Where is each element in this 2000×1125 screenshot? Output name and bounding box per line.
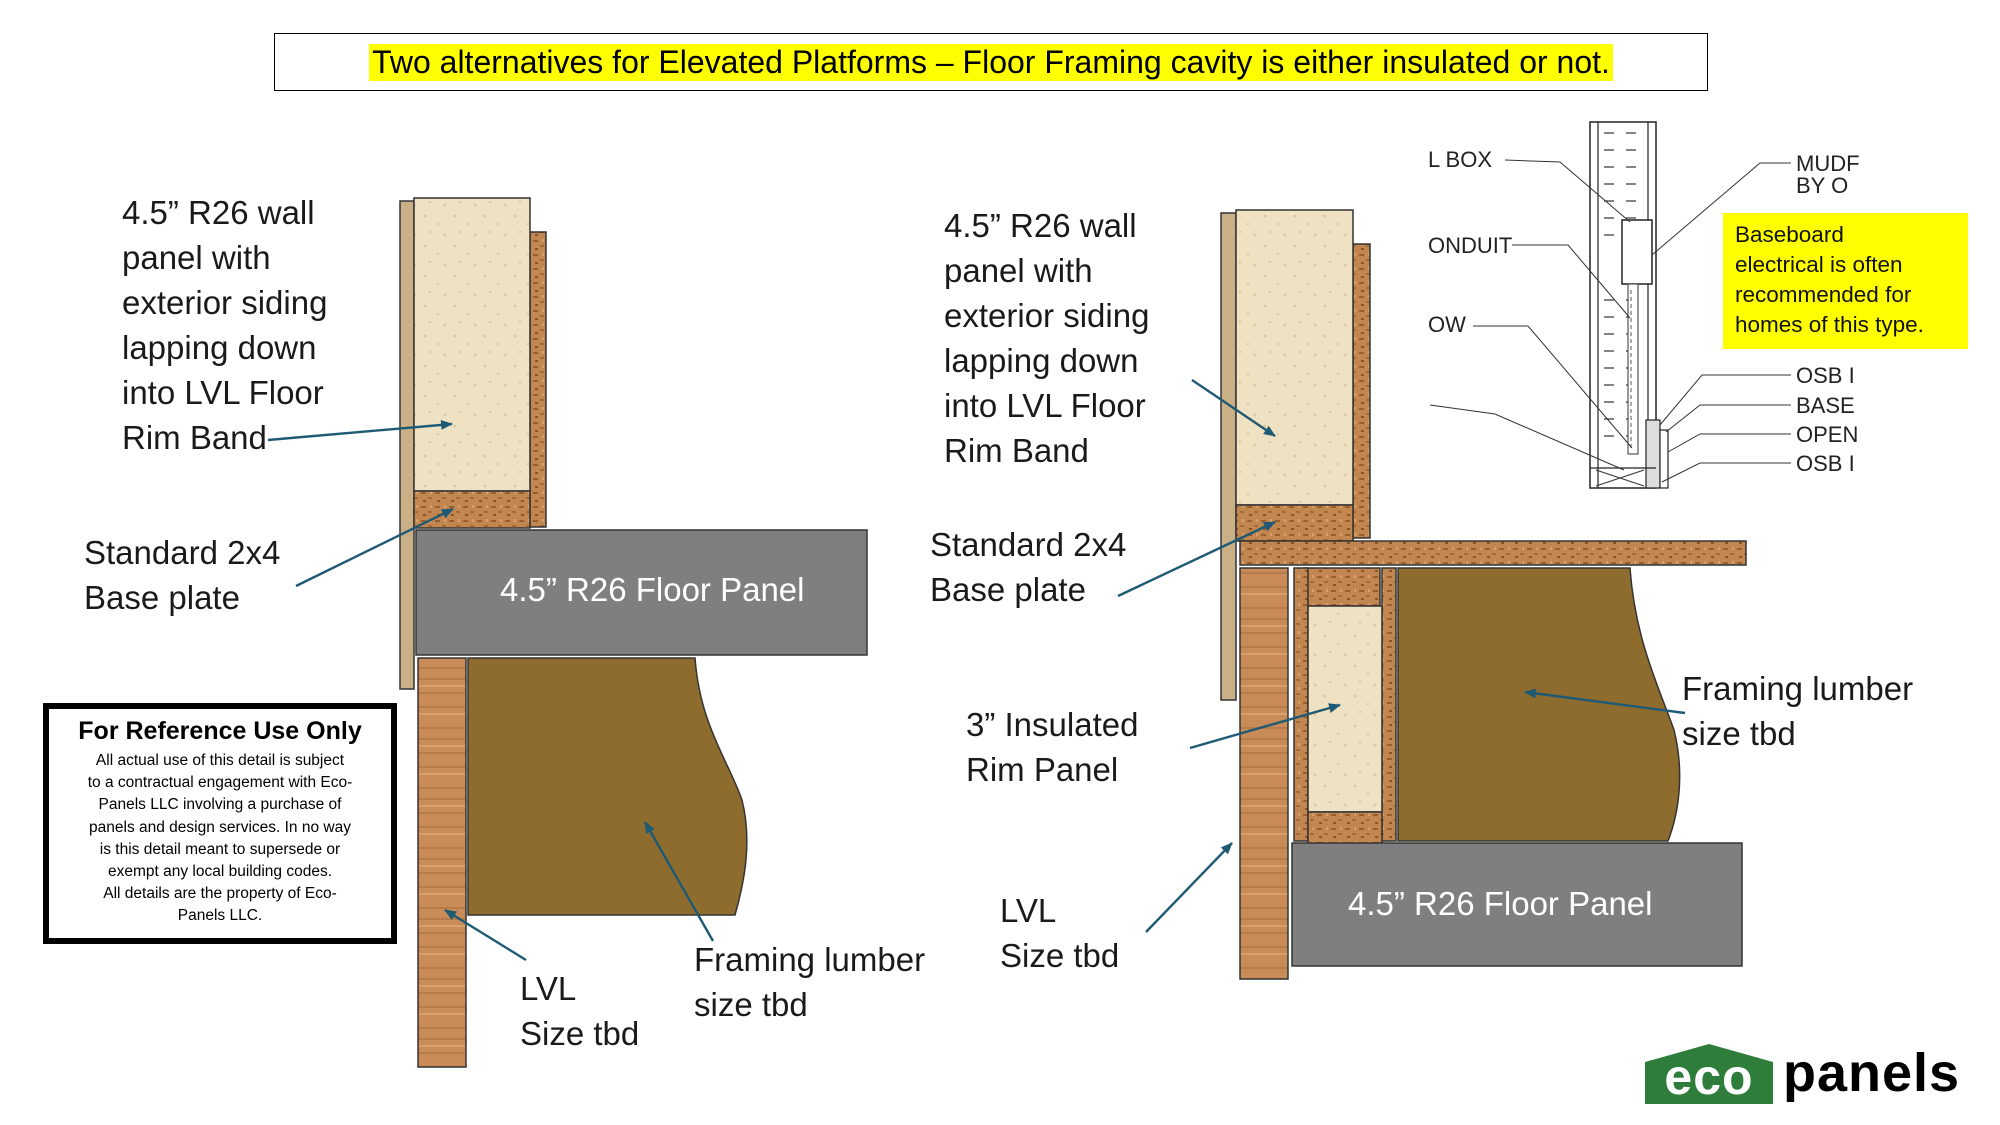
arrow-left-wall-panel [267,419,453,442]
inset-callout-ow: OW [1428,312,1466,337]
right-siding [1220,212,1237,701]
right-base-plate [1235,504,1354,542]
right-base-plate-label: Standard 2x4 Base plate [930,526,1127,608]
inset-callout-osb-1: OSB I [1796,363,1855,388]
right-floor-panel-label: 4.5” R26 Floor Panel [1348,885,1653,922]
arrow-right-wall-panel [1191,379,1276,437]
inset-callout-conduit: ONDUIT [1428,233,1513,258]
arrow-right-rim-panel [1189,703,1341,750]
right-rim-inner-skin [1381,567,1397,842]
arrow-left-framing [643,821,715,942]
left-wall-panel [413,197,531,492]
right-rim-bottom-plate [1307,811,1383,845]
right-rim-panel-core [1307,605,1383,813]
leader-arrows [267,379,1686,962]
logo-eco-text: eco [1664,1049,1754,1105]
title-box: Two alternatives for Elevated Platforms … [274,33,1708,91]
right-framing-lumber [1397,567,1681,842]
arrow-right-lvl [1145,842,1233,933]
arrow-left-base-plate [295,507,454,588]
inset-callout-base: BASE [1796,393,1855,418]
right-subfloor [1239,540,1747,566]
right-lvl-label: LVL Size tbd [1000,892,1120,974]
page-title: Two alternatives for Elevated Platforms … [369,43,1613,81]
left-lvl-label: LVL Size tbd [520,970,640,1052]
inset-section-drawing [1429,121,1791,489]
logo-house-icon [1645,1044,1773,1104]
right-rim-panel-label: 3” Insulated Rim Panel [966,706,1139,788]
right-lvl-rim [1239,567,1289,980]
eco-panels-logo: eco panels [1643,1042,1983,1105]
right-wall-panel-label: 4.5” R26 wall panel with exterior siding… [944,207,1150,469]
left-lvl-rim [417,657,467,1068]
right-wall-panel [1235,209,1354,506]
right-rim-outer-skin [1293,567,1309,842]
inset-callout-mudf: MUDF [1796,152,1860,176]
logo-eco-badge: eco [1643,1042,1775,1105]
right-inner-osb [1352,243,1371,539]
left-floor-panel [415,529,868,656]
reference-disclaimer-box: For Reference Use Only All actual use of… [43,703,397,944]
left-detail [399,197,868,1068]
baseboard-note: Baseboard electrical is often recommende… [1723,213,1968,349]
inset-callout-open: OPEN [1796,422,1859,447]
reference-title: For Reference Use Only [78,717,362,745]
left-wall-panel-label: 4.5” R26 wall panel with exterior siding… [122,194,328,456]
right-rim-top-plate [1303,567,1381,607]
arrow-right-base-plate [1117,520,1276,598]
left-floor-panel-label: 4.5” R26 Floor Panel [500,571,805,608]
left-siding [399,200,415,690]
left-base-plate-label: Standard 2x4 Base plate [84,534,281,616]
left-inner-osb [529,231,547,528]
left-framing-label: Framing lumber size tbd [694,941,926,1023]
arrow-right-framing [1524,688,1686,715]
left-framing-lumber [467,657,748,916]
inset-callout-by-o: BY O [1796,174,1849,198]
logo-panels-text: panels [1783,1043,1961,1103]
left-base-plate [413,490,531,529]
inset-callout-osb-2: OSB I [1796,451,1855,476]
inset-callout-box: L BOX [1428,147,1492,172]
right-detail [1220,209,1747,980]
right-floor-panel [1291,842,1743,967]
reference-body: All actual use of this detail is subject… [87,752,353,925]
arrow-left-lvl [444,908,527,962]
right-framing-label: Framing lumber size tbd [1682,670,1914,752]
